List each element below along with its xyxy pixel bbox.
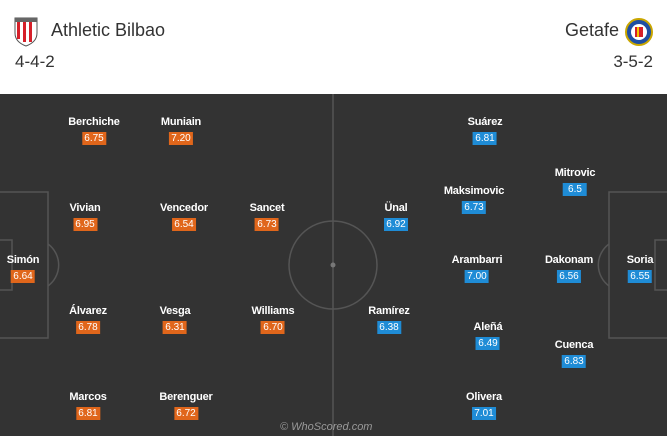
pitch-lines [0, 94, 667, 436]
player-name: Vesga [159, 305, 191, 317]
player-rating-badge: 6.64 [11, 270, 35, 283]
player-olivera[interactable]: Olivera 7.01 [466, 391, 502, 421]
player-alvarez[interactable]: Álvarez 6.78 [69, 305, 107, 335]
whoscored-watermark: © WhoScored.com [280, 421, 373, 433]
player-cuenca[interactable]: Cuenca 6.83 [554, 339, 594, 369]
player-rating-badge: 6.73 [255, 218, 279, 231]
player-dakonam[interactable]: Dakonam 6.56 [545, 254, 593, 284]
match-header: Athletic Bilbao 4-4-2 Getafe 3-5-2 [0, 0, 667, 94]
player-vencedor[interactable]: Vencedor 6.54 [160, 202, 208, 232]
away-formation: 3-5-2 [613, 52, 653, 71]
player-rating-badge: 6.31 [163, 321, 187, 334]
player-rating-badge: 6.73 [462, 201, 486, 214]
player-name: Aleñá [473, 321, 503, 333]
player-rating-badge: 6.72 [174, 407, 198, 420]
player-rating-badge: 6.49 [476, 337, 500, 350]
player-name: Williams [251, 305, 295, 317]
player-name: Dakonam [544, 254, 594, 266]
player-rating-badge: 6.70 [261, 321, 285, 334]
player-rating-badge: 7.01 [472, 407, 496, 420]
player-berenguer[interactable]: Berenguer 6.72 [159, 391, 213, 421]
athletic-bilbao-crest-icon [14, 17, 38, 47]
player-rating-badge: 6.38 [377, 321, 401, 334]
player-name: Ramírez [368, 305, 410, 317]
player-name: Soria [626, 254, 654, 266]
home-team-name[interactable]: Athletic Bilbao [51, 20, 166, 40]
player-name: Mitrovic [554, 167, 596, 179]
home-formation: 4-4-2 [15, 52, 55, 71]
player-rating-badge: 7.20 [169, 132, 193, 145]
player-name: Maksimovic [443, 185, 505, 197]
player-name: Berchiche [68, 116, 120, 128]
player-name: Ünal [384, 202, 408, 214]
player-name: Arambarri [451, 254, 503, 266]
player-name: Sancet [249, 202, 285, 214]
player-name: Vencedor [160, 202, 208, 214]
player-rating-badge: 6.54 [171, 218, 196, 231]
player-name: Olivera [466, 391, 502, 403]
player-rating-badge: 6.95 [72, 218, 97, 231]
player-rating-badge: 6.55 [627, 270, 652, 283]
player-rating-badge: 6.81 [75, 407, 100, 420]
player-name: Cuenca [554, 339, 594, 351]
player-rating-badge: 6.78 [75, 321, 100, 334]
player-ramirez[interactable]: Ramírez 6.38 [368, 305, 410, 335]
player-rating-badge: 6.81 [473, 132, 497, 145]
player-name: Suárez [467, 116, 503, 128]
player-name: Álvarez [69, 305, 107, 317]
player-rating-badge: 6.75 [81, 132, 106, 145]
player-name: Simón [6, 254, 40, 266]
player-name: Muniain [160, 116, 202, 128]
player-vesga[interactable]: Vesga 6.31 [160, 305, 191, 335]
pitch [0, 94, 667, 436]
player-marcos[interactable]: Marcos 6.81 [69, 391, 107, 421]
player-sancet[interactable]: Sancet 6.73 [250, 202, 285, 232]
player-soria[interactable]: Soria 6.55 [626, 254, 654, 284]
player-williams[interactable]: Williams 6.70 [252, 305, 295, 335]
player-rating-badge: 6.92 [384, 218, 408, 231]
away-team-name[interactable]: Getafe [564, 20, 619, 40]
player-alena[interactable]: Aleñá 6.49 [474, 321, 503, 351]
player-suarez[interactable]: Suárez 6.81 [468, 116, 503, 146]
player-berchiche[interactable]: Berchiche 6.75 [68, 116, 120, 146]
player-rating-badge: 6.83 [561, 355, 586, 368]
player-name: Vivian [69, 202, 101, 214]
player-rating-badge: 6.56 [557, 270, 581, 283]
player-maksimovic[interactable]: Maksimovic 6.73 [444, 185, 504, 215]
player-rating-badge: 7.00 [465, 270, 489, 283]
player-simon[interactable]: Simón 6.64 [7, 254, 40, 284]
player-mitrovic[interactable]: Mitrovic 6.5 [554, 167, 596, 197]
player-unal[interactable]: Ünal 6.92 [384, 202, 408, 232]
player-arambarri[interactable]: Arambarri 7.00 [452, 254, 503, 284]
player-rating-badge: 6.5 [562, 183, 587, 196]
player-name: Berenguer [159, 391, 213, 403]
player-muniain[interactable]: Muniain 7.20 [161, 116, 201, 146]
getafe-crest-icon [625, 18, 653, 46]
player-vivian[interactable]: Vivian 6.95 [69, 202, 101, 232]
player-name: Marcos [69, 391, 107, 403]
